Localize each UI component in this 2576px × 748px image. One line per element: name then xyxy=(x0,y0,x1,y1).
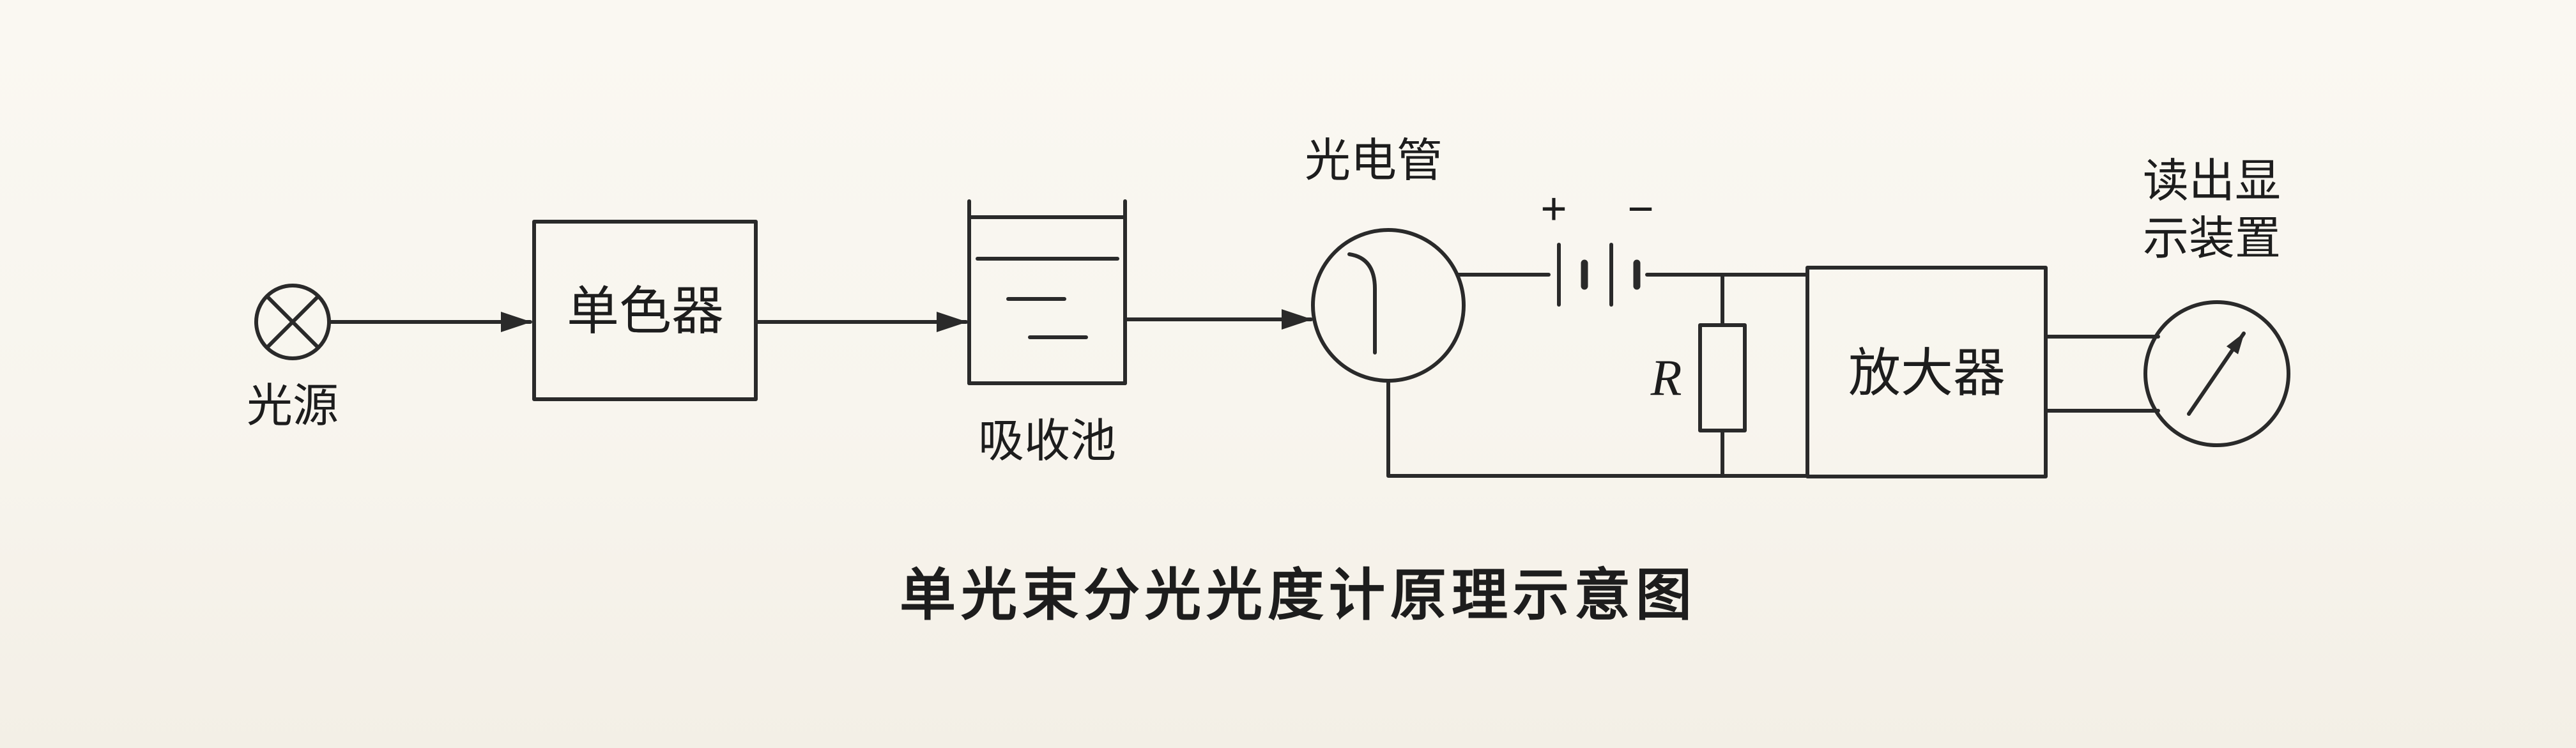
phototube-label: 光电管 xyxy=(1305,135,1443,187)
diagram-caption: 单光束分光光度计原理示意图 xyxy=(900,565,1697,627)
resistor-label: R xyxy=(1650,350,1682,406)
amplifier-label: 放大器 xyxy=(1848,344,2005,402)
meter-symbol xyxy=(2143,300,2290,447)
light-source-label: 光源 xyxy=(247,381,339,432)
wire-bottom-return xyxy=(1386,379,1809,478)
amplifier-box xyxy=(1805,266,2048,478)
readout-label-line1: 读出显 xyxy=(2143,156,2281,207)
resistor-symbol xyxy=(1698,323,1747,432)
battery-plus-label: + xyxy=(1540,183,1567,236)
phototube-cathode xyxy=(1347,252,1377,355)
battery-minus-label: − xyxy=(1627,183,1654,236)
absorption-cell-label: 吸收池 xyxy=(978,416,1116,467)
phototube-symbol xyxy=(1311,228,1466,383)
monochromator-label: 单色器 xyxy=(567,282,724,340)
readout-label-line2: 示装置 xyxy=(2143,213,2281,264)
absorption-cell-symbol xyxy=(967,199,1127,385)
monochromator-box xyxy=(532,220,758,401)
meter-needle xyxy=(2187,332,2246,416)
light-source-symbol xyxy=(254,284,331,360)
battery-symbol xyxy=(1557,243,1641,307)
